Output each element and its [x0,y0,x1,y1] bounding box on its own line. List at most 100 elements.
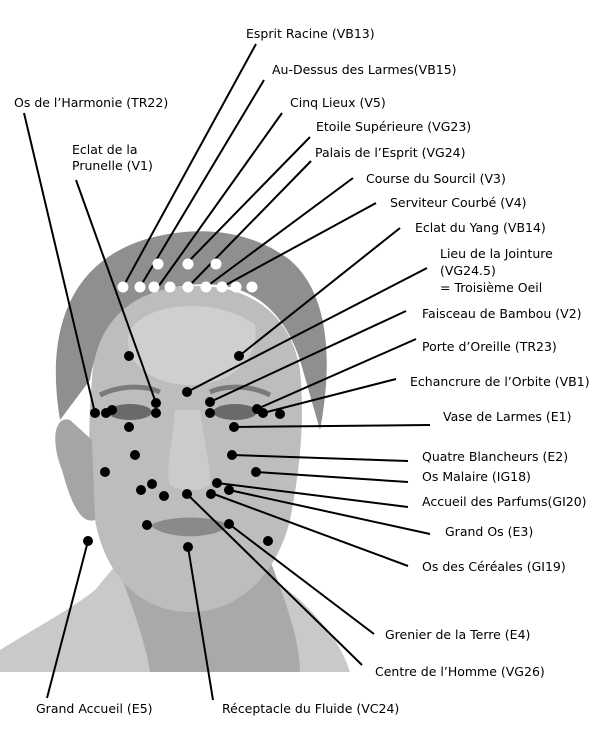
acupoint-marker [251,467,261,477]
leader-line-e2 [231,454,409,462]
leader-line-e3 [228,489,431,535]
label-line: Esprit Racine (VB13) [246,26,375,41]
label-line: Eclat du Yang (VB14) [415,220,546,235]
acupoint-marker [124,422,134,432]
label-line: Echancrure de l’Orbite (VB1) [410,374,590,389]
acupoint-marker [205,408,215,418]
acupoint-marker [183,542,193,552]
label-vg24: Palais de l’Esprit (VG24) [315,145,466,160]
label-ig18: Os Malaire (IG18) [422,469,531,484]
leader-line-vc24 [187,546,214,701]
acupoint-marker [234,351,244,361]
label-line: Grand Os (E3) [445,524,533,539]
acupoint-marker [263,536,273,546]
forehead-highlight [128,306,256,385]
label-e3: Grand Os (E3) [445,524,533,539]
acupoint-marker [107,405,117,415]
label-vb13: Esprit Racine (VB13) [246,26,375,41]
acupoint-marker [182,489,192,499]
label-gi19: Os des Céréales (GI19) [422,559,566,574]
label-e2: Quatre Blancheurs (E2) [422,449,568,464]
leader-line-tr23 [256,338,417,410]
acupoint-marker [227,450,237,460]
leader-line-e1 [233,424,431,428]
label-e1: Vase de Larmes (E1) [443,409,572,424]
label-vg245: Lieu de la Jointure(VG24.5)= Troisième O… [440,246,553,295]
label-line: (VG24.5) [440,263,496,278]
leader-line-e5 [46,540,89,699]
leader-lines [23,43,431,701]
label-line: Os Malaire (IG18) [422,469,531,484]
face-photo [0,231,350,672]
label-tr23: Porte d’Oreille (TR23) [422,339,557,354]
left-ear [55,419,95,521]
label-vb1: Echancrure de l’Orbite (VB1) [410,374,590,389]
acupoint-marker [100,467,110,477]
acupoint-marker-light [134,281,146,293]
acupoint-marker [130,450,140,460]
acupoint-marker [205,397,215,407]
label-line: Prunelle (V1) [72,158,153,173]
label-v5: Cinq Lieux (V5) [290,95,386,110]
labels: Esprit Racine (VB13)Au-Dessus des Larmes… [14,26,590,716]
label-vb14: Eclat du Yang (VB14) [415,220,546,235]
acupoint-marker [212,478,222,488]
right-eye [213,404,257,420]
acupoint-marker [136,485,146,495]
leader-line-vb14 [238,227,401,357]
label-v2: Faisceau de Bambou (V2) [422,306,582,321]
acupoint-marker [224,519,234,529]
acupoint-marker [229,422,239,432]
leader-line-v1 [75,179,157,404]
label-v3: Course du Sourcil (V3) [366,171,506,186]
acupoint-marker-light [246,281,258,293]
acupoint-marker-light [216,281,228,293]
acupoint-marker-light [182,281,194,293]
acupoint-marker-light [148,281,160,293]
label-line: Eclat de la [72,142,138,157]
hair [55,231,327,430]
acupoint-marker [275,409,285,419]
leader-line-vg245 [186,267,428,393]
leader-line-vg24 [187,160,312,288]
acupoint-marker [159,491,169,501]
nose [168,410,211,491]
acupoint-marker-light [210,258,222,270]
acupoint-marker-light [182,258,194,270]
label-line: Lieu de la Jointure [440,246,553,261]
label-line: Serviteur Courbé (V4) [390,195,527,210]
acupoint-marker [83,536,93,546]
leader-line-vb13 [122,43,257,288]
label-line: Course du Sourcil (V3) [366,171,506,186]
acupoint-marker [124,351,134,361]
label-line: Centre de l’Homme (VG26) [375,664,545,679]
label-line: Quatre Blancheurs (E2) [422,449,568,464]
acupoint-marker-light [200,281,212,293]
label-line: Palais de l’Esprit (VG24) [315,145,466,160]
acupoint-marker [90,408,100,418]
leader-line-gi19 [210,492,409,567]
acupoint-marker [182,387,192,397]
label-line: Os de l’Harmonie (TR22) [14,95,168,110]
acupoint-marker [206,489,216,499]
leader-line-vb15 [139,79,265,288]
lips [150,517,230,537]
label-v4: Serviteur Courbé (V4) [390,195,527,210]
label-line: Etoile Supérieure (VG23) [316,119,471,134]
leader-line-vg23 [185,136,311,265]
acupoint-marker [147,479,157,489]
acupoint-marker-light [164,281,176,293]
left-brow [98,384,162,398]
acupoint-marker-light [152,258,164,270]
label-line: Cinq Lieux (V5) [290,95,386,110]
leader-line-tr22 [23,112,96,414]
label-vg23: Etoile Supérieure (VG23) [316,119,471,134]
label-line: Porte d’Oreille (TR23) [422,339,557,354]
acupoint-marker [151,398,161,408]
label-vc24: Réceptacle du Fluide (VC24) [222,701,399,716]
leader-line-ig18 [255,471,409,483]
label-line: Vase de Larmes (E1) [443,409,572,424]
label-gi20: Accueil des Parfums(GI20) [422,494,587,509]
